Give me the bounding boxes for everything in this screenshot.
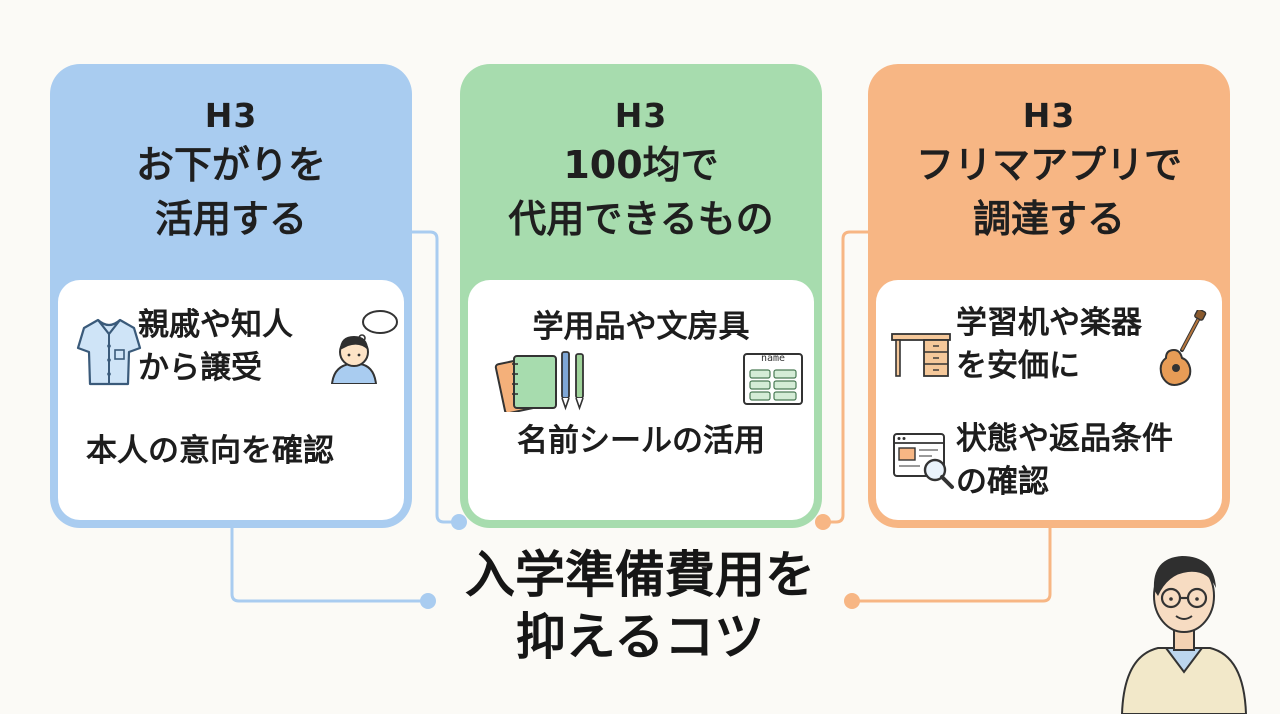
- connector-blue-top: [410, 230, 460, 524]
- card-title-line1: お下がりを: [135, 143, 326, 187]
- connector-dot-blue-bottom: [420, 593, 436, 609]
- main-title-line2: 抑えるコツ: [515, 608, 765, 666]
- main-title: 入学準備費用を 抑えるコツ: [420, 544, 860, 668]
- name-label-text: name: [760, 353, 786, 364]
- card-heading: H3 フリマアプリで 調達する: [868, 94, 1230, 246]
- card-tag: H3: [1022, 96, 1076, 135]
- card-tag: H3: [614, 96, 668, 135]
- card-title-line2: 調達する: [972, 197, 1125, 241]
- connector-orange-bottom: [851, 526, 1052, 603]
- connector-dot-blue-top: [451, 514, 467, 530]
- name-label-icon: name: [742, 352, 804, 406]
- item-check-wishes: 本人の意向を確認: [86, 433, 334, 469]
- notebooks-pens-icon: [494, 351, 584, 412]
- presenter-man-icon: [1120, 556, 1248, 714]
- card-body: 学用品や文房具 name 名前シールの活用: [468, 280, 814, 520]
- card-title-line2: 活用する: [154, 197, 307, 241]
- connector-dot-orange-top: [815, 514, 831, 530]
- item-stationery: 学用品や文房具: [532, 309, 750, 345]
- connector-dot-orange-bottom: [844, 593, 860, 609]
- card-hand-me-downs: H3 お下がりを 活用する 親戚や知人 から譲受 本人の意向を確認: [50, 64, 412, 528]
- main-title-line1: 入学準備費用を: [465, 546, 815, 604]
- card-title-line2: 代用できるもの: [508, 197, 774, 241]
- item-name-stickers: 名前シールの活用: [517, 423, 765, 459]
- card-tag: H3: [204, 96, 258, 135]
- card-title-line1: フリマアプリで: [915, 143, 1182, 187]
- item-condition-returns: 状態や返品条件 の確認: [956, 421, 1173, 500]
- item-relatives: 親戚や知人 から譲受: [138, 307, 293, 386]
- item-desk-instruments: 学習机や楽器 を安価に: [956, 305, 1142, 384]
- web-search-icon: [893, 433, 954, 489]
- card-body: 学習机や楽器 を安価に 状態や返品条件 の確認: [876, 280, 1222, 520]
- connector-blue-bottom: [230, 526, 428, 603]
- thinking-child-icon: [330, 310, 398, 384]
- card-body: 親戚や知人 から譲受 本人の意向を確認: [58, 280, 404, 520]
- card-heading: H3 100均で 代用できるもの: [460, 94, 822, 246]
- card-flea-market-app: H3 フリマアプリで 調達する 学習机や楽器 を安価に: [868, 64, 1230, 528]
- shirt-icon: [76, 318, 142, 386]
- desk-icon: [891, 333, 951, 377]
- card-title-line1: 100均で: [563, 143, 719, 187]
- connector-orange-top: [821, 230, 870, 524]
- card-100yen-shop: H3 100均で 代用できるもの 学用品や文房具 name: [460, 64, 822, 528]
- card-heading: H3 お下がりを 活用する: [50, 94, 412, 246]
- guitar-icon: [1159, 310, 1207, 386]
